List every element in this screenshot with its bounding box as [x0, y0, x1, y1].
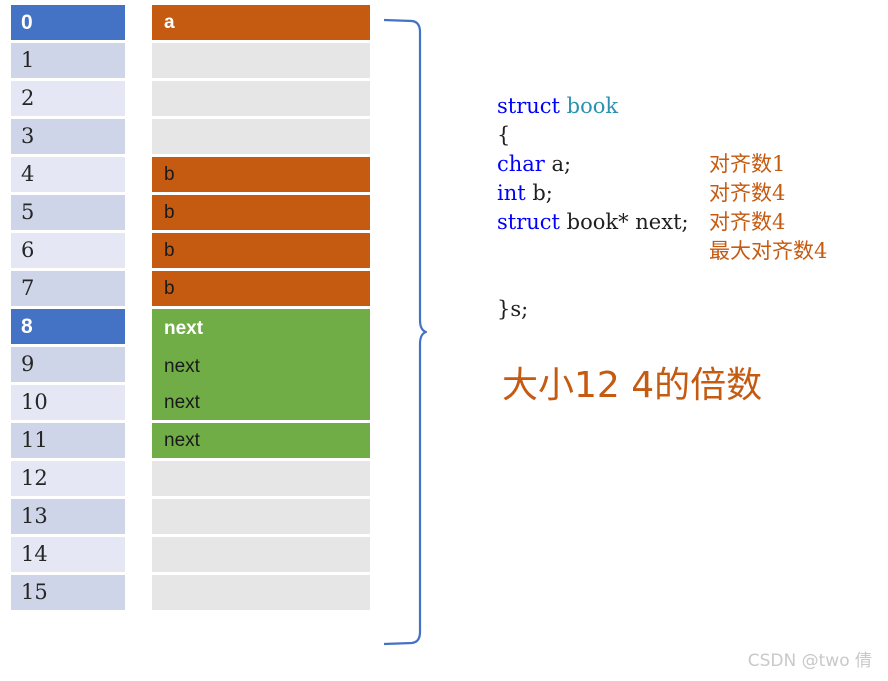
memory-cell: a — [152, 5, 370, 40]
code-text: a; — [551, 152, 572, 176]
byte-index-cell: 10 — [11, 385, 125, 420]
code-line: { — [497, 121, 877, 150]
byte-index-cell: 14 — [11, 537, 125, 572]
byte-index-cell: 1 — [11, 43, 125, 78]
code-line: }s; — [497, 295, 877, 324]
code-text: book* next; — [566, 210, 689, 234]
alignment-annotation: 最大对齐数4 — [709, 239, 828, 263]
byte-index-cell: 3 — [11, 119, 125, 154]
byte-index-cell: 5 — [11, 195, 125, 230]
code-text: b; — [532, 181, 553, 205]
byte-index-cell: 4 — [11, 157, 125, 192]
memory-cell — [152, 537, 370, 572]
code-keyword: int — [497, 181, 533, 205]
memory-cell — [152, 575, 370, 610]
memory-cell — [152, 499, 370, 534]
code-keyword: struct — [497, 210, 567, 234]
alignment-annotation: 对齐数1 — [709, 152, 786, 176]
code-line: 最大对齐数4 — [497, 237, 877, 266]
memory-cell — [152, 43, 370, 78]
code-line: struct book* next; 对齐数4 — [497, 208, 877, 237]
byte-index-cell: 13 — [11, 499, 125, 534]
byte-index-cell: 8 — [11, 309, 125, 344]
code-keyword: char — [497, 152, 552, 176]
memory-cell: next — [152, 385, 370, 420]
code-line: struct book — [497, 92, 877, 121]
struct-extent-brace — [383, 18, 428, 646]
code-type-name: book — [566, 94, 619, 118]
memory-cell — [152, 461, 370, 496]
csdn-watermark: CSDN @two 倩 — [747, 651, 872, 671]
memory-cell: next — [152, 423, 370, 458]
code-line: char a; 对齐数1 — [497, 150, 877, 179]
memory-cell: b — [152, 157, 370, 192]
alignment-annotation: 对齐数4 — [709, 210, 786, 234]
byte-index-cell: 9 — [11, 347, 125, 382]
code-keyword: struct — [497, 94, 567, 118]
memory-cell — [152, 119, 370, 154]
memory-cell: next — [152, 347, 370, 385]
byte-index-cell: 6 — [11, 233, 125, 268]
byte-index-cell: 12 — [11, 461, 125, 496]
byte-index-cell: 7 — [11, 271, 125, 306]
code-text: { — [497, 123, 511, 147]
struct-size-note: 大小12 4的倍数 — [502, 365, 763, 406]
byte-index-cell: 15 — [11, 575, 125, 610]
byte-index-cell: 2 — [11, 81, 125, 116]
code-text: }s; — [497, 297, 529, 321]
memory-cell: b — [152, 195, 370, 230]
alignment-annotation: 对齐数4 — [709, 181, 786, 205]
byte-index-cell: 11 — [11, 423, 125, 458]
memory-cell — [152, 81, 370, 116]
memory-cell: b — [152, 271, 370, 306]
memory-cell: next — [152, 309, 370, 347]
memory-cell: b — [152, 233, 370, 268]
byte-index-cell: 0 — [11, 5, 125, 40]
code-line: int b; 对齐数4 — [497, 179, 877, 208]
code-line — [497, 266, 877, 295]
